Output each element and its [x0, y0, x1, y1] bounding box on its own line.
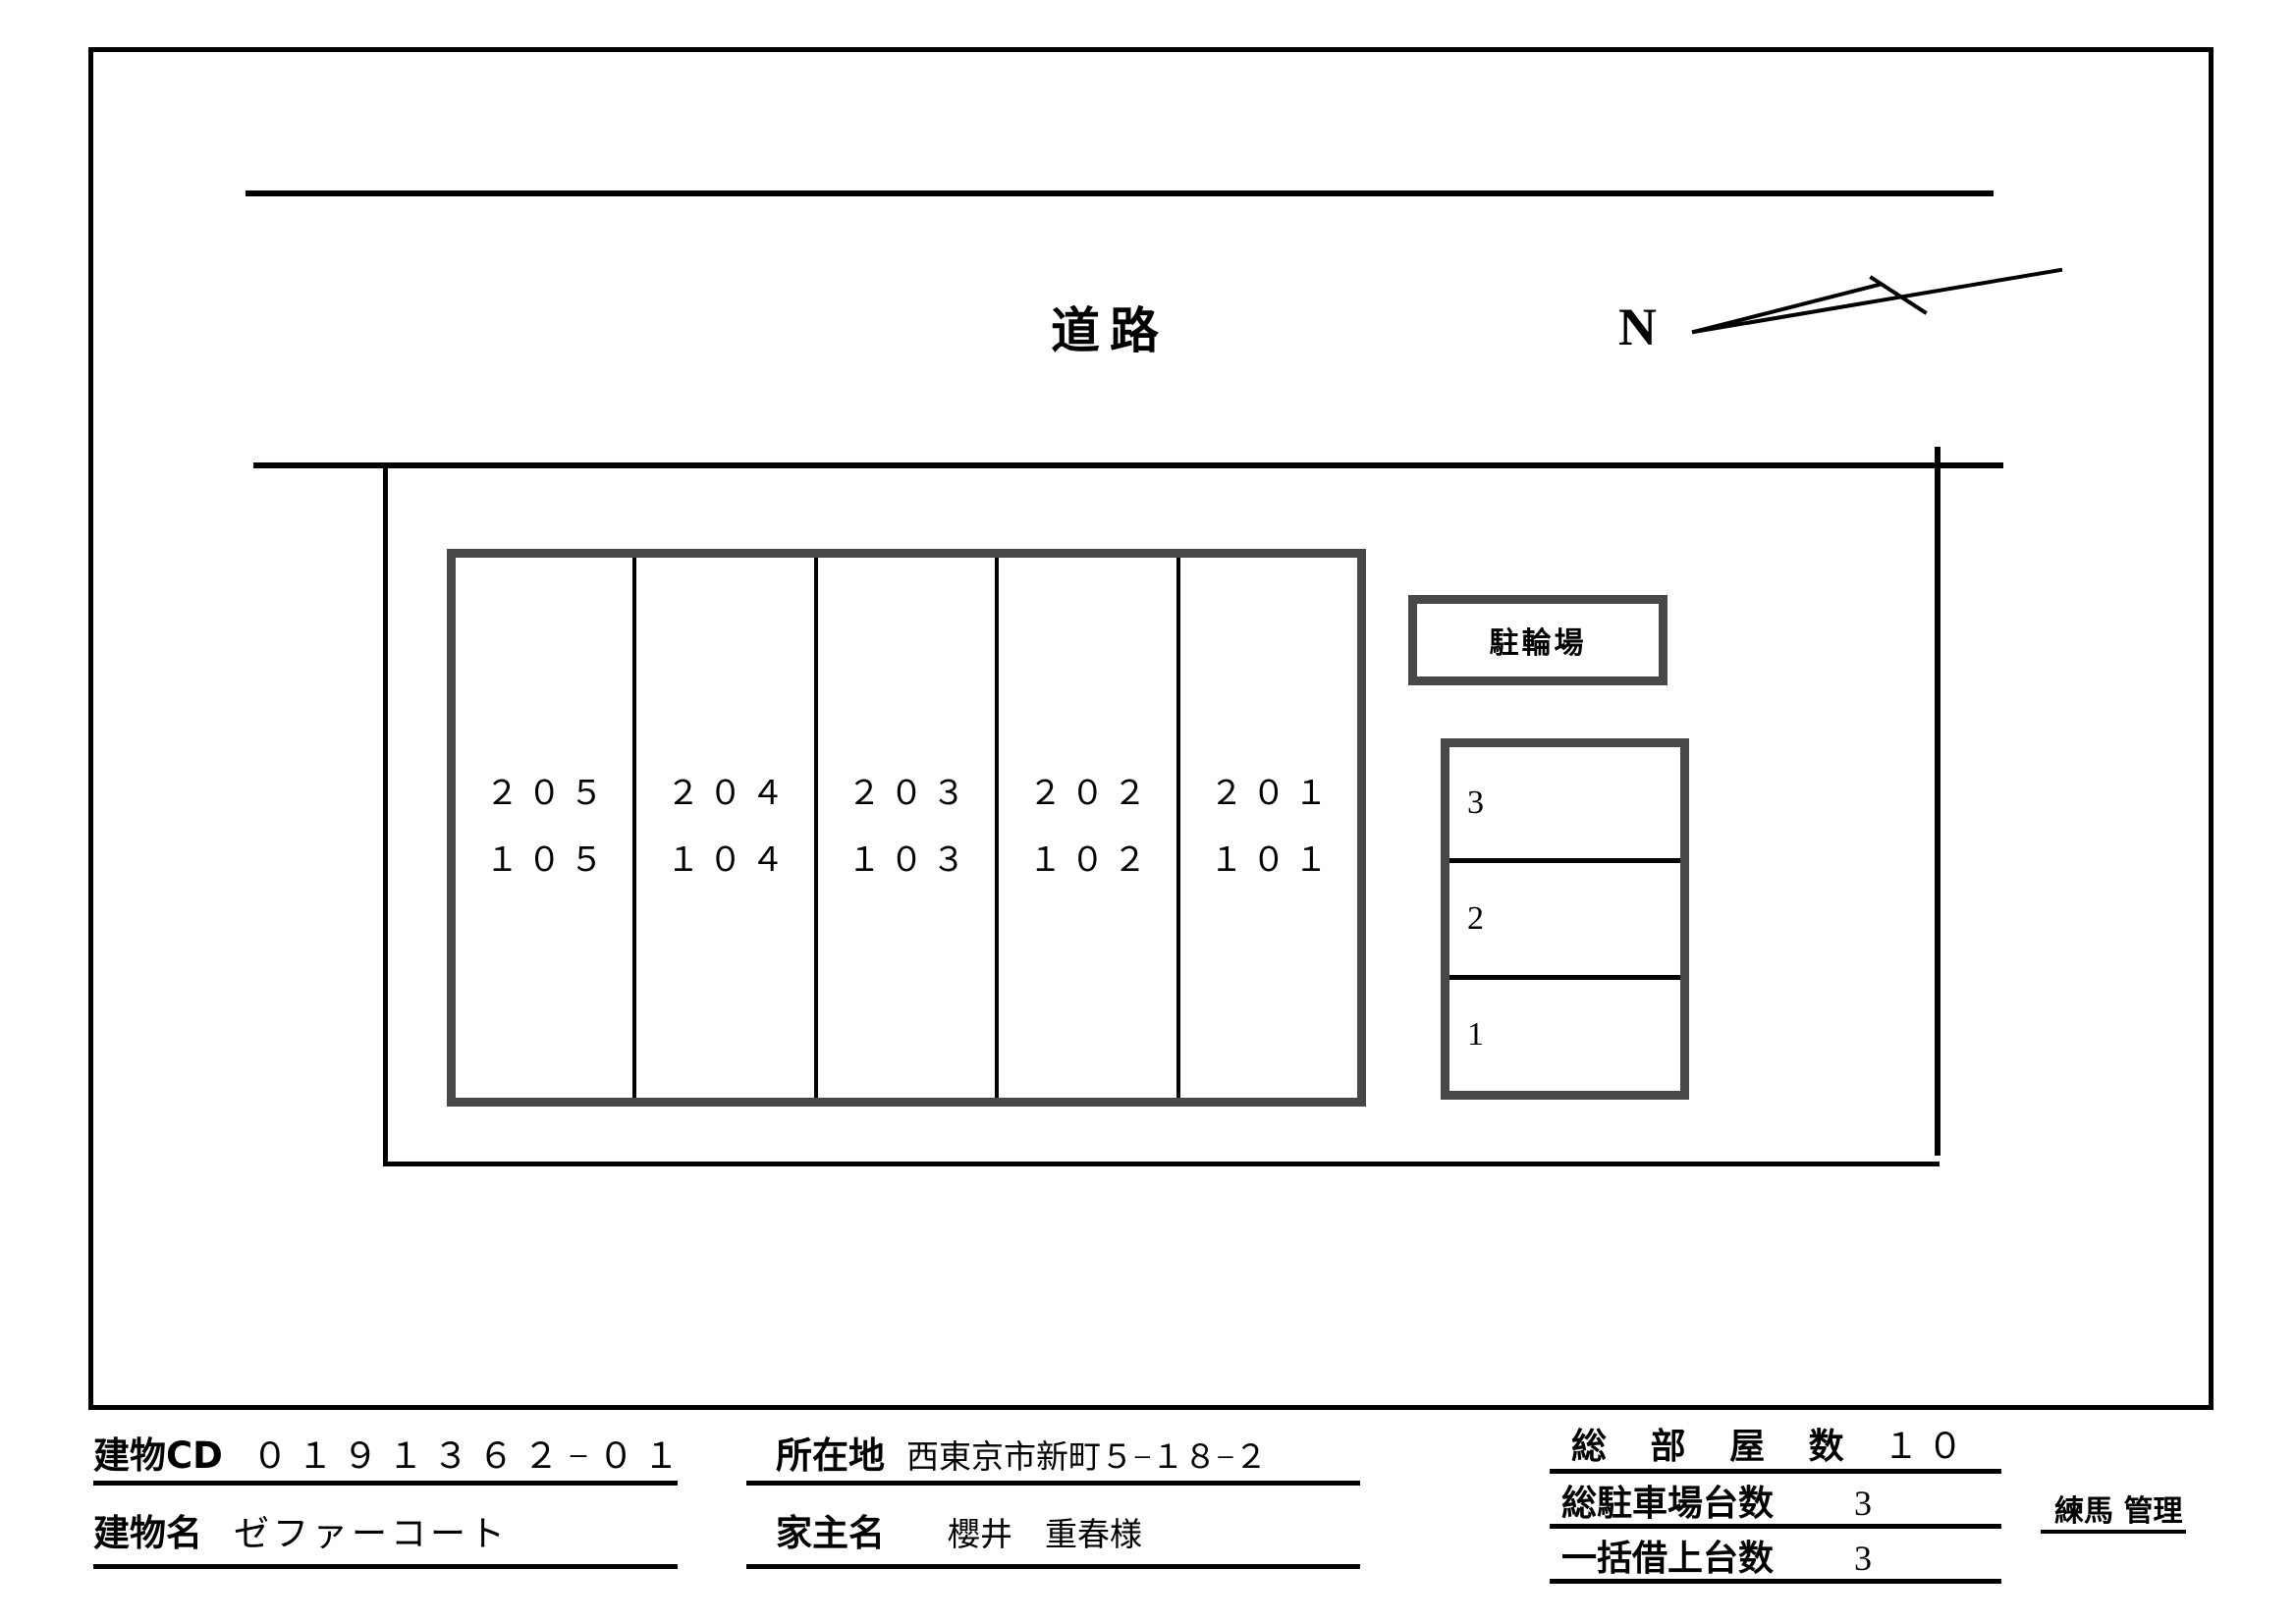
bicycle-parking-area[interactable]: 駐輪場	[1408, 595, 1667, 685]
unit-number-upper: ２０３	[847, 776, 975, 812]
unit-column[interactable]: ２０２ １０２	[999, 558, 1180, 1098]
north-label: N	[1618, 298, 1657, 356]
total-parking-field: 総駐車場台数 3	[1561, 1475, 1872, 1526]
unit-column[interactable]: ２０５ １０５	[456, 558, 637, 1098]
unit-column[interactable]: ２０４ １０４	[636, 558, 818, 1098]
total-rooms-value: １０	[1883, 1427, 1972, 1466]
site-boundary-south	[383, 1162, 1940, 1166]
manager-underline	[2041, 1530, 2186, 1534]
footer-info-block: 建物CD ０１９１３６２−０１ 建物名 ゼファーコート 所在地 西東京市新町５−…	[0, 1410, 2296, 1623]
unit-column[interactable]: ２０３ １０３	[818, 558, 1000, 1098]
building-outline: ２０５ １０５ ２０４ １０４ ２０３ １０３ ２０２ １０２ ２０１ １０１	[447, 549, 1366, 1107]
unit-column[interactable]: ２０１ １０１	[1180, 558, 1357, 1098]
building-name-field: 建物名 ゼファーコート	[93, 1503, 509, 1556]
total-rooms-label: 総 部 屋 数	[1571, 1427, 1860, 1467]
unit-number-lower: １０４	[666, 842, 793, 879]
unit-number-upper: ２０１	[1209, 776, 1337, 812]
building-cd-value: ０１９１３６２−０１	[251, 1436, 689, 1476]
unit-number-upper: ２０４	[666, 776, 793, 812]
parking-stall-number: 2	[1467, 899, 1484, 937]
building-name-value: ゼファーコート	[234, 1514, 510, 1553]
road-edge-line-south	[253, 462, 2003, 468]
unit-number-lower: １０２	[1028, 842, 1156, 879]
total-rooms-underline	[1550, 1469, 2001, 1474]
master-lease-underline	[1550, 1579, 2001, 1584]
unit-number-lower: １０３	[847, 842, 975, 879]
parking-stall[interactable]: 1	[1449, 980, 1680, 1091]
master-lease-label: 一括借上台数	[1561, 1539, 1775, 1579]
car-parking-area: 3 2 1	[1441, 738, 1689, 1100]
road-edge-line-north	[246, 190, 1994, 196]
site-boundary-east	[1935, 447, 1941, 1156]
master-lease-field: 一括借上台数 3	[1561, 1530, 1872, 1581]
building-name-underline	[93, 1564, 678, 1569]
owner-underline	[746, 1564, 1360, 1569]
total-parking-underline	[1550, 1524, 2001, 1529]
unit-number-upper: ２０２	[1028, 776, 1156, 812]
building-cd-underline	[93, 1481, 678, 1486]
owner-label: 家主名	[776, 1512, 885, 1554]
address-field: 所在地 西東京市新町５−１８−２	[776, 1426, 1267, 1479]
bicycle-parking-label: 駐輪場	[1489, 626, 1587, 661]
address-underline	[746, 1481, 1360, 1486]
unit-number-lower: １０１	[1209, 842, 1337, 879]
total-rooms-field: 総 部 屋 数 １０	[1571, 1418, 1972, 1469]
total-parking-label: 総駐車場台数	[1561, 1484, 1775, 1524]
building-cd-field: 建物CD ０１９１３６２−０１	[93, 1426, 688, 1479]
page-border-frame	[88, 47, 2214, 1410]
address-label: 所在地	[776, 1434, 885, 1477]
owner-field: 家主名 櫻井 重春様	[776, 1503, 1142, 1556]
unit-number-upper: ２０５	[485, 776, 613, 812]
manager-label: 練馬 管理	[2054, 1494, 2183, 1529]
north-arrow-icon	[1691, 267, 2063, 335]
address-value: 西東京市新町５−１８−２	[906, 1440, 1268, 1476]
unit-number-lower: １０５	[485, 842, 613, 879]
master-lease-value: 3	[1854, 1539, 1873, 1578]
parking-stall-number: 1	[1467, 1016, 1484, 1054]
road-label: 道路	[1051, 302, 1169, 359]
total-parking-value: 3	[1854, 1484, 1873, 1523]
building-name-label: 建物名	[93, 1512, 202, 1554]
parking-stall[interactable]: 2	[1449, 863, 1680, 980]
building-cd-label: 建物CD	[93, 1434, 223, 1477]
site-boundary-west	[383, 463, 388, 1166]
parking-stall-number: 3	[1467, 784, 1484, 821]
owner-value: 櫻井 重春様	[948, 1518, 1142, 1553]
parking-stall[interactable]: 3	[1449, 747, 1680, 864]
